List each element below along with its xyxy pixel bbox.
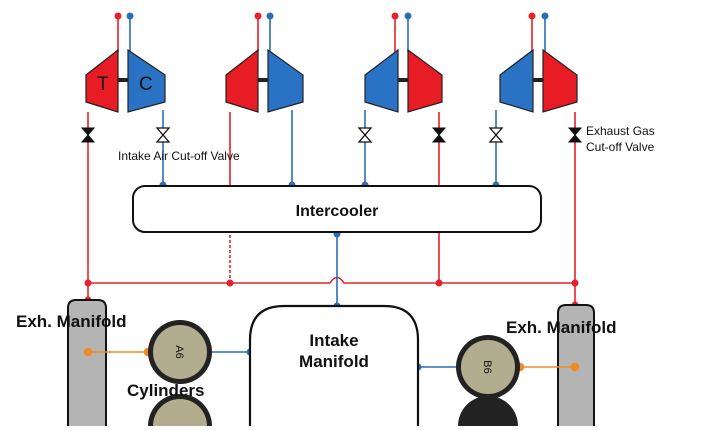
cylinders-label: Cylinders [127, 381, 204, 400]
intake-valve-icon [488, 127, 504, 143]
intake-valve-label: Intake Air Cut-off Valve [118, 149, 240, 163]
cylinder-a6: A6 [148, 320, 212, 384]
intercooler-label: Intercooler [296, 203, 379, 220]
intake-lines [129, 17, 546, 368]
exhaust-valve-icon [431, 127, 447, 143]
turbocharger-1: T C [85, 48, 166, 113]
exhaust-valve-label-line2: Cut-off Valve [586, 140, 655, 154]
exhaust-valve-icon [80, 127, 96, 143]
intercooler: Intercooler [132, 185, 542, 233]
turbocharger-4 [499, 48, 578, 113]
turbine-2 [225, 48, 259, 113]
turbine-letter: T [97, 74, 109, 95]
exhaust-valve-icon [567, 127, 583, 143]
exhaust-valve-label-line1: Exhaust Gas [586, 124, 655, 138]
intake-manifold-label-line2: Manifold [299, 352, 369, 371]
cylinder-connectors [83, 347, 580, 372]
turbine-3 [407, 48, 443, 113]
exhaust-cutoff-valves [80, 127, 583, 143]
compressor-letter: C [139, 74, 153, 95]
intake-manifold: Intake Manifold [248, 304, 420, 426]
compressor-3 [364, 48, 399, 113]
intake-cutoff-valves [155, 127, 504, 143]
cylinder-b6: B6 [456, 335, 520, 399]
compressor-1 [127, 48, 166, 113]
intake-valve-icon [357, 127, 373, 143]
intake-valve-icon [155, 127, 171, 143]
exhaust-manifold-left [67, 299, 107, 426]
compressor-4 [499, 48, 534, 113]
exh-manifold-right-label: Exh. Manifold [506, 318, 617, 337]
exh-manifold-left-label: Exh. Manifold [16, 312, 127, 331]
cylinder-b6-label: B6 [481, 360, 493, 373]
turbocharger-3 [364, 48, 443, 113]
cylinder-partial [148, 394, 518, 426]
turbine-4 [542, 48, 578, 113]
turbine-1 [85, 48, 119, 113]
intake-manifold-label-line1: Intake [309, 331, 358, 350]
compressor-2 [267, 48, 304, 113]
turbocharger-2 [225, 48, 304, 113]
cylinder-a6-label: A6 [173, 345, 185, 358]
